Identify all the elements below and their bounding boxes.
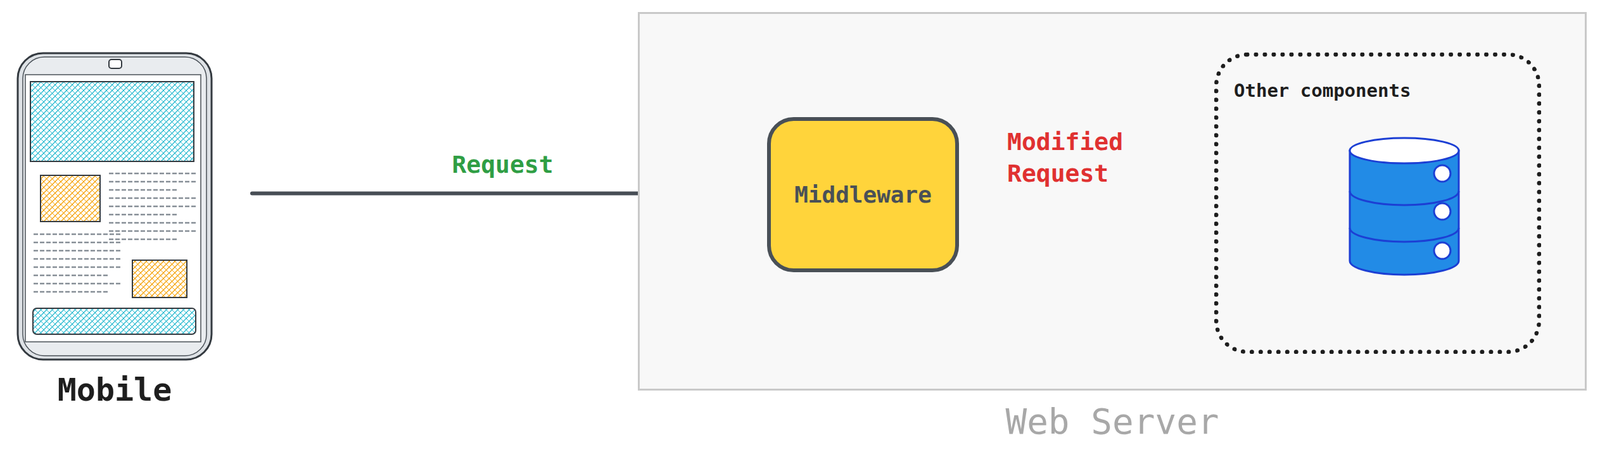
mobile-device: Mobile xyxy=(15,50,215,363)
node-label: Mobile xyxy=(57,371,173,410)
other-components-group: Other components xyxy=(1214,52,1542,355)
web-server-panel: Web ServerMiddlewareOther components xyxy=(637,12,1587,391)
node-label: Middleware xyxy=(794,181,932,208)
edge-label: Request xyxy=(451,149,553,181)
node-label: Other components xyxy=(1233,79,1411,102)
node-label: Web Server xyxy=(1005,400,1219,443)
middleware-box: Middleware xyxy=(767,117,959,273)
database-icon xyxy=(1346,134,1463,280)
edge-label: Modified Request xyxy=(1007,126,1138,190)
phone-illustration xyxy=(15,50,215,363)
